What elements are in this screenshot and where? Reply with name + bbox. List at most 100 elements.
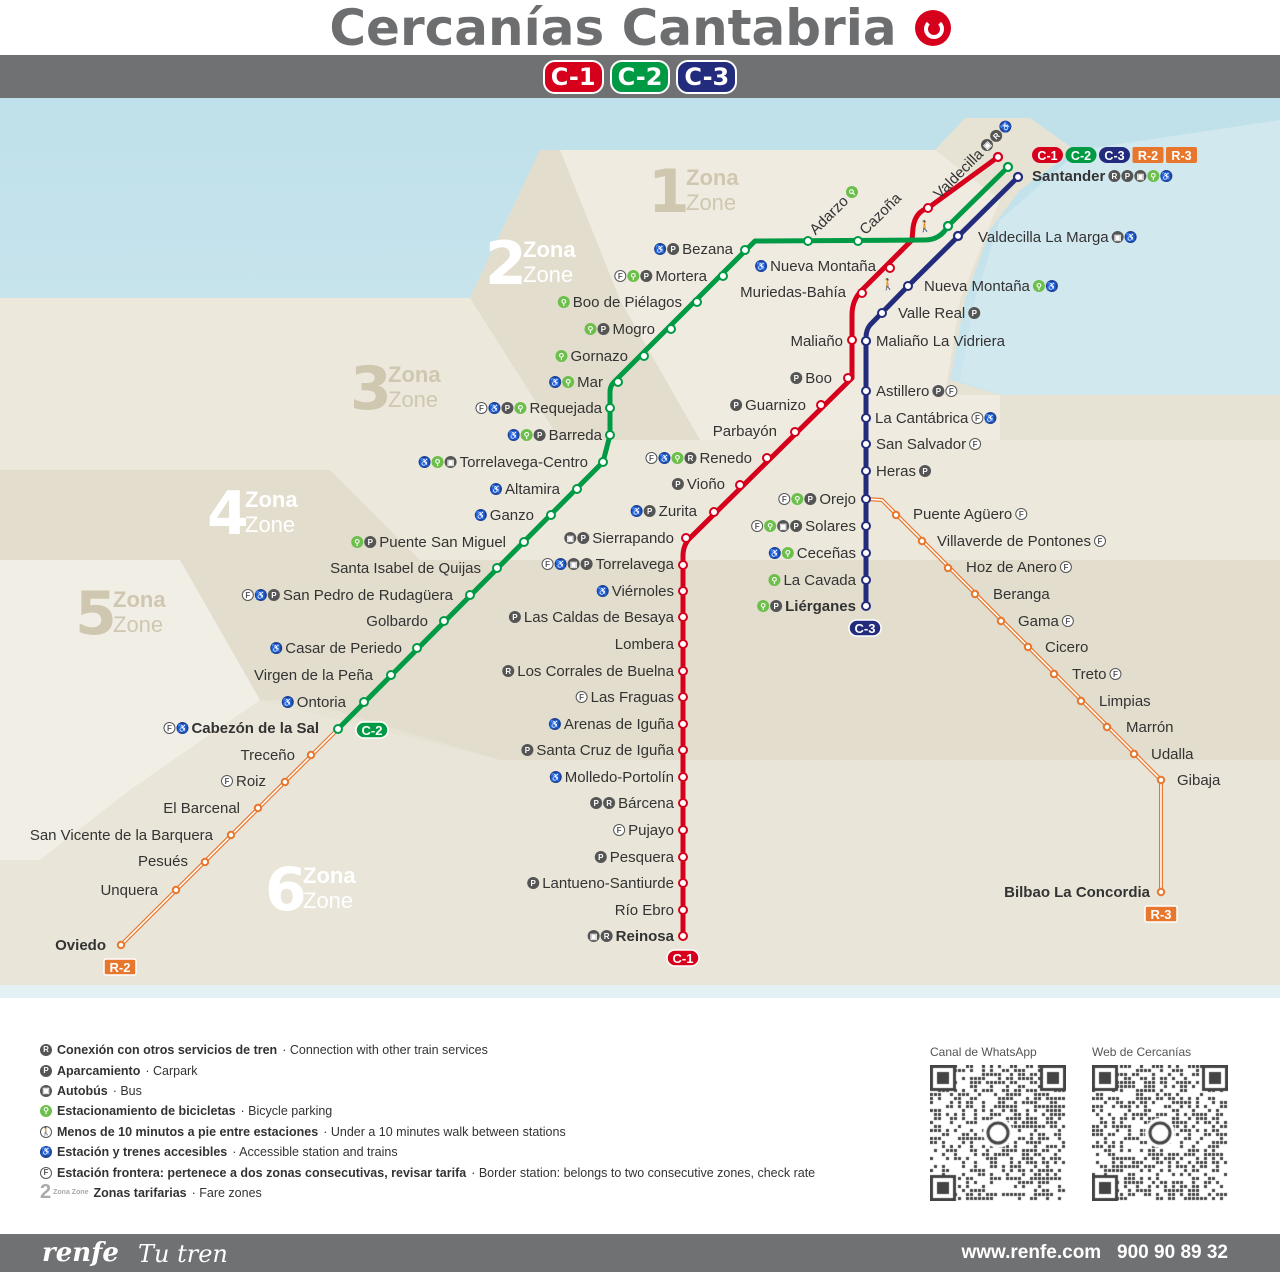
line-badge-r-3[interactable]: R-3 (1166, 147, 1197, 163)
station-golbardo[interactable]: Golbardo (366, 613, 449, 630)
station-rio-ebro[interactable]: Río Ebro (615, 902, 688, 919)
station-name: San Salvador (876, 436, 966, 453)
station-cecenas[interactable]: Ceceñas♿⚲ (768, 545, 871, 562)
line-badge-c2[interactable]: C-2 (609, 59, 671, 94)
station-ontoria[interactable]: Ontoria♿ (281, 694, 369, 711)
station-limpias[interactable]: Limpias (1076, 693, 1151, 710)
station-gibaja[interactable]: Gibaja (1156, 772, 1221, 789)
terminus-badge-r-2[interactable]: R-2 (103, 958, 137, 976)
line-badge-c-2[interactable]: C-2 (1065, 147, 1097, 163)
terminus-badge-r-3[interactable]: R-3 (1144, 905, 1178, 923)
svg-text:♿: ♿ (271, 643, 281, 653)
station-molledo[interactable]: Molledo-Portolín♿ (549, 769, 688, 786)
qr-web[interactable]: Web de Cercanías (1092, 1045, 1228, 1201)
station-san-vicente[interactable]: San Vicente de la Barquera (30, 827, 236, 844)
station-el-barcenal[interactable]: El Barcenal (163, 800, 263, 817)
line-badge-c1[interactable]: C-1 (542, 59, 604, 94)
station-casar[interactable]: Casar de Periedo♿ (270, 640, 422, 657)
border-station-icon: F (163, 722, 176, 734)
station-oviedo[interactable]: Oviedo (55, 937, 126, 954)
line-badge-c-3[interactable]: C-3 (1099, 147, 1130, 163)
station-nueva-montana-c3[interactable]: Nueva Montaña⚲♿ (903, 278, 1058, 295)
station-lombera[interactable]: Lombera (615, 636, 688, 653)
station-mogro[interactable]: Mogro⚲P (584, 321, 676, 338)
station-nueva-montana-c1[interactable]: Nueva Montaña♿ (755, 258, 895, 275)
station-bilbao[interactable]: Bilbao La Concordia (1004, 884, 1166, 901)
station-marron[interactable]: Marrón (1102, 719, 1174, 736)
station-viernoles[interactable]: Viérnoles♿ (596, 583, 688, 600)
station-unquera[interactable]: Unquera (100, 882, 181, 899)
terminus-badge-c-2[interactable]: C-2 (355, 721, 389, 739)
station-santa-isabel[interactable]: Santa Isabel de Quijas (330, 560, 502, 577)
station-zurita[interactable]: Zurita♿P (630, 503, 719, 520)
station-lierganes[interactable]: Liérganes⚲P (757, 598, 871, 615)
station-sierrapando[interactable]: Sierrapando▣P (564, 530, 691, 547)
station-altamira[interactable]: Altamira♿ (489, 481, 582, 498)
line-badge-r-2[interactable]: R-2 (1132, 147, 1164, 163)
station-virgen-pena[interactable]: Virgen de la Peña (254, 667, 396, 684)
phone-number[interactable]: 900 90 89 32 (1117, 1242, 1228, 1263)
station-dot (1156, 775, 1166, 785)
station-udalla[interactable]: Udalla (1129, 746, 1194, 763)
station-maliano-vidriera[interactable]: Maliaño La Vidriera (861, 333, 1006, 350)
station-la-cavada[interactable]: La Cavada⚲ (768, 572, 871, 589)
website-link[interactable]: www.renfe.com (961, 1242, 1102, 1263)
line-badge-c3[interactable]: C-3 (676, 59, 738, 94)
station-beranga[interactable]: Beranga (970, 586, 1051, 603)
station-torrelavega-centro[interactable]: Torrelavega-Centro♿⚲▣ (418, 454, 608, 471)
station-boo-pielagos[interactable]: Boo de Piélagos⚲ (557, 294, 702, 311)
qr-code-whatsapp[interactable] (930, 1065, 1066, 1201)
terminus-badge-c-3[interactable]: C-3 (848, 619, 882, 637)
station-cicero[interactable]: Cicero (1023, 639, 1089, 656)
station-pesues[interactable]: Pesués (138, 853, 210, 870)
station-valdecilla-marga[interactable]: Valdecilla La Marga▣♿ (942, 220, 1137, 246)
qr-whatsapp[interactable]: Canal de WhatsApp (930, 1045, 1066, 1201)
parking-icon: P (968, 307, 981, 319)
station-barreda[interactable]: Barreda♿⚲P (507, 427, 615, 444)
terminus-badge-c-1[interactable]: C-1 (666, 949, 700, 967)
station-ganzo[interactable]: Ganzo♿ (474, 507, 556, 524)
station-bezana[interactable]: Bezana♿P (654, 241, 750, 258)
station-reinosa[interactable]: Reinosa▣R (587, 928, 688, 945)
station-mar[interactable]: Mar♿⚲ (549, 374, 623, 391)
station-treceno[interactable]: Treceño (241, 747, 316, 764)
station-parbayon[interactable]: Parbayón (713, 423, 800, 440)
station-gornazo[interactable]: Gornazo⚲ (555, 348, 649, 365)
line-badge-c-1[interactable]: C-1 (1032, 147, 1063, 163)
qr-code-web[interactable] (1092, 1065, 1228, 1201)
station-arenas[interactable]: Arenas de Iguña♿ (548, 716, 688, 733)
station-puente-san-miguel[interactable]: Puente San Miguel⚲P (351, 534, 529, 551)
station-muriedas[interactable]: Muriedas-Bahía (740, 284, 867, 301)
